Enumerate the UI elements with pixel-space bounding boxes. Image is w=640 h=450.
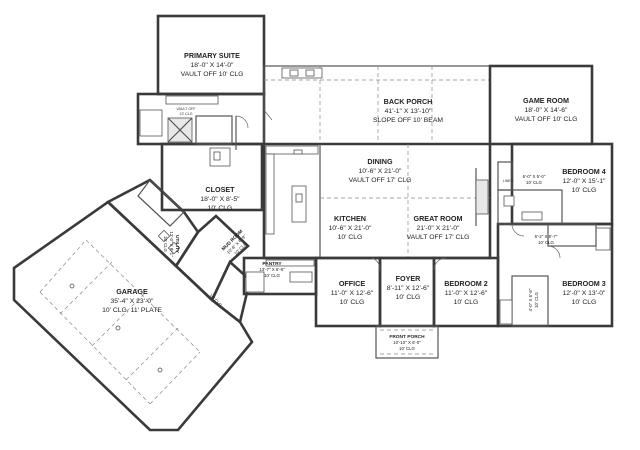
great-room-ceiling: VAULT OFF 17' CLG: [407, 234, 470, 241]
hall-small-ceiling: 10' CLG: [208, 293, 223, 308]
kitchen-dim: 10'-6" X 21'-0": [329, 225, 373, 232]
bedroom2-name: BEDROOM 2: [444, 279, 488, 288]
back-porch-name: BACK PORCH: [384, 97, 433, 106]
foyer-dim: 8'-11" X 12'-6": [387, 285, 430, 292]
label-game-room: GAME ROOM 18'-0" X 14'-6" VAULT OFF 10' …: [515, 96, 578, 123]
label-bedroom4: BEDROOM 4 12'-0" X 15'-1" 10' CLG: [562, 167, 606, 194]
label-front-porch: FRONT PORCH 10'-10" X 6'-0" 10' CLG: [389, 334, 425, 351]
closet-b2-dim: 4'-0" X 6'-6": [528, 288, 533, 311]
closet-b4-ceiling: 10' CLG: [526, 180, 543, 185]
primary-suite-dim: 18'-0" X 14'-0": [191, 62, 235, 69]
utility-dim: 13'-0" X 8'-1": [169, 231, 174, 257]
label-mud-room: MUD ROOM 10'-8" X 6'-9" 10' CLG: [221, 229, 249, 256]
kitchen-name: KITCHEN: [334, 214, 366, 223]
label-closet-b2: 4'-0" X 6'-6" 10' CLG: [528, 288, 539, 311]
foyer-ceiling: 10' CLG: [396, 294, 421, 301]
utility-name: UTILITY: [174, 235, 180, 254]
main-block: [242, 65, 500, 359]
primary-wing: [136, 14, 273, 212]
label-linen: LINEN: [503, 179, 514, 183]
bedroom4-name: BEDROOM 4: [562, 167, 606, 176]
dining-dim: 10'-6" X 21'-0": [359, 168, 403, 175]
label-hall-small: 10' CLG: [208, 293, 223, 308]
bedroom3-name: BEDROOM 3: [562, 279, 606, 288]
bath-vault-label: VAULT OFF: [176, 107, 196, 111]
garage-dim: 35'-4" X 23'-0": [111, 298, 155, 305]
pantry-name: PANTRY: [262, 261, 282, 267]
bedroom2-ceiling: 10' CLG: [454, 299, 479, 306]
kitchen-ceiling: 10' CLG: [338, 234, 363, 241]
dining-ceiling: VAULT OFF 17' CLG: [349, 177, 412, 184]
back-porch-dim: 41'-1" X 13'-10": [385, 108, 432, 115]
closet-b3-ceiling: 10' CLG: [538, 240, 555, 245]
primary-suite-ceiling: VAULT OFF 10' CLG: [181, 71, 244, 78]
office-dim: 11'-0" X 12'-6": [331, 290, 374, 297]
label-utility: UTILITY 13'-0" X 8'-1" 10' CLG: [163, 231, 180, 257]
pantry-dim: 13'-7" X 6'-8": [259, 267, 285, 272]
game-room-ceiling: VAULT OFF 10' CLG: [515, 116, 578, 123]
label-primary-suite: PRIMARY SUITE 18'-0" X 14'-0" VAULT OFF …: [181, 51, 244, 78]
closet-ceiling: 10' CLG: [208, 205, 233, 212]
right-wing: [488, 64, 614, 328]
label-closet-b3: 6'-2" X 5'-7" 10' CLG: [535, 234, 558, 245]
label-kitchen: KITCHEN 10'-6" X 21'-0" 10' CLG: [329, 214, 373, 241]
office-name: OFFICE: [339, 279, 366, 288]
back-porch-ceiling: SLOPE OFF 10' BEAM: [373, 117, 443, 124]
office-ceiling: 10' CLG: [340, 299, 365, 306]
garage-ceiling: 10' CLG, 11' PLATE: [102, 307, 162, 314]
game-room-dim: 18'-0" X 14'-6": [525, 107, 569, 114]
primary-suite-name: PRIMARY SUITE: [184, 51, 240, 60]
label-dining: DINING 10'-6" X 21'-0" VAULT OFF 17' CLG: [349, 157, 412, 184]
dining-name: DINING: [367, 157, 393, 166]
label-great-room: GREAT ROOM 21'-0" X 21'-0" VAULT OFF 17'…: [407, 214, 470, 241]
closet-b4-dim: 6'-0" X 5'-0": [523, 174, 546, 179]
bedroom4-ceiling: 10' CLG: [572, 187, 597, 194]
garage-name: GARAGE: [116, 287, 148, 296]
bedroom4-dim: 12'-0" X 15'-1": [563, 178, 607, 185]
label-pantry: PANTRY 13'-7" X 6'-8" 10' CLG: [259, 261, 285, 278]
linen-name: LINEN: [503, 179, 514, 183]
bath-vault-ceiling: 13' CLG: [179, 112, 192, 116]
game-room-name: GAME ROOM: [523, 96, 569, 105]
label-closet: CLOSET 18'-0" X 8'-5" 10' CLG: [200, 185, 240, 212]
great-room-dim: 21'-0" X 21'-0": [417, 225, 461, 232]
foyer-name: FOYER: [396, 274, 422, 283]
label-office: OFFICE 11'-0" X 12'-6" 10' CLG: [331, 279, 374, 306]
closet-dim: 18'-0" X 8'-5": [200, 196, 240, 203]
bedroom3-dim: 12'-0" X 13'-0": [563, 290, 607, 297]
great-room-name: GREAT ROOM: [414, 214, 463, 223]
label-bedroom3: BEDROOM 3 12'-0" X 13'-0" 10' CLG: [562, 279, 606, 306]
closet-b2-ceiling: 10' CLG: [534, 291, 539, 308]
label-foyer: FOYER 8'-11" X 12'-6" 10' CLG: [387, 274, 430, 301]
pantry-ceiling: 10' CLG: [264, 273, 281, 278]
front-porch-name: FRONT PORCH: [389, 334, 425, 340]
garage-wing: [12, 200, 254, 432]
label-closet-b4: 6'-0" X 5'-0" 10' CLG: [523, 174, 546, 185]
front-porch-dim: 10'-10" X 6'-0": [393, 340, 421, 345]
closet-b3-dim: 6'-2" X 5'-7": [535, 234, 558, 239]
label-bath-primary: VAULT OFF 13' CLG: [176, 107, 196, 116]
utility-ceiling: 10' CLG: [163, 236, 168, 253]
bedroom2-dim: 11'-0" X 12'-6": [445, 290, 488, 297]
closet-name: CLOSET: [205, 185, 235, 194]
label-garage: GARAGE 35'-4" X 23'-0" 10' CLG, 11' PLAT…: [102, 287, 162, 314]
label-back-porch: BACK PORCH 41'-1" X 13'-10" SLOPE OFF 10…: [373, 97, 443, 124]
label-bedroom2: BEDROOM 2 11'-0" X 12'-6" 10' CLG: [444, 279, 488, 306]
front-porch-ceiling: 10' CLG: [399, 346, 416, 351]
bedroom3-ceiling: 10' CLG: [572, 299, 597, 306]
